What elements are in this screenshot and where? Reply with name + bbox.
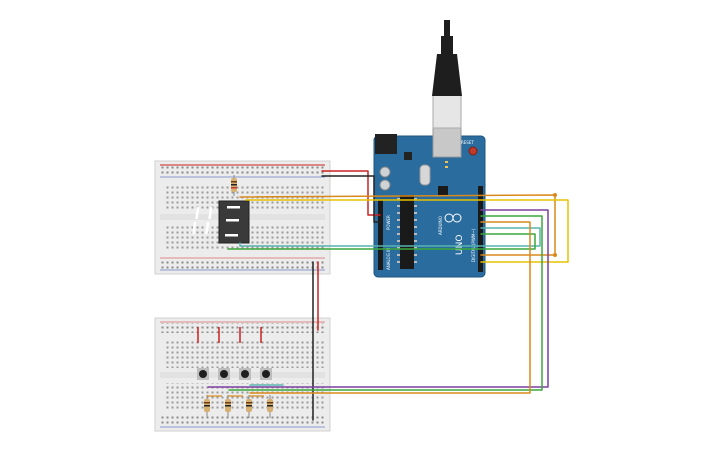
- regulator-icon: [404, 152, 412, 160]
- wire-green-display[interactable]: [227, 233, 536, 250]
- capacitor-icon: [379, 179, 391, 191]
- breadboard-top-rail-lower: [160, 259, 325, 269]
- arduino-uno-board[interactable]: ARDUINO UNO DIGITAL (PWM~) ANALOG IN POW…: [373, 126, 486, 278]
- breadboard-bottom-rail-lower: [160, 416, 325, 426]
- pushbutton-2[interactable]: [218, 368, 230, 380]
- pushbutton-1[interactable]: [197, 368, 209, 380]
- wire-purple-button[interactable]: [207, 209, 549, 388]
- pushbutton-4[interactable]: [260, 368, 272, 380]
- usb-port: [432, 126, 462, 158]
- arduino-brand-label: ARDUINO: [438, 216, 443, 235]
- wire-orange[interactable]: [239, 194, 556, 256]
- wire-yellow[interactable]: [245, 199, 569, 263]
- wire-teal[interactable]: [239, 227, 541, 247]
- pushbutton-icon[interactable]: [220, 370, 228, 378]
- digital-header-label: DIGITAL (PWM~): [471, 228, 476, 262]
- arduino-model-label: UNO: [455, 235, 465, 255]
- wire-green-button[interactable]: [228, 215, 543, 391]
- usb-cable-wire: [444, 20, 450, 38]
- power-analog-header[interactable]: [378, 200, 383, 270]
- capacitor-icon: [379, 166, 391, 178]
- pushbutton-icon[interactable]: [241, 370, 249, 378]
- usb-cable[interactable]: [432, 20, 462, 129]
- atmega-chip: [400, 195, 414, 269]
- led-icon: [445, 166, 448, 168]
- breadboard-bottom[interactable]: [154, 317, 331, 432]
- reset-label: RESET: [461, 140, 474, 145]
- pushbutton-icon[interactable]: [262, 370, 270, 378]
- wires[interactable]: [207, 170, 569, 421]
- wire-red-5v[interactable]: [321, 170, 381, 216]
- bottom-resistors[interactable]: [204, 395, 273, 418]
- crystal-icon: [419, 164, 431, 186]
- seven-segment-display[interactable]: [192, 200, 250, 244]
- wire-joint: [553, 193, 557, 197]
- led-icon: [445, 161, 448, 163]
- reset-button[interactable]: [468, 146, 478, 156]
- breadboard-bottom-rail-upper: [160, 323, 325, 333]
- resistor-icon[interactable]: [231, 175, 237, 196]
- resistor-icon[interactable]: [267, 395, 273, 418]
- breadboard-top-rail-upper: [160, 166, 325, 176]
- wire-black-gnd[interactable]: [321, 175, 381, 223]
- segments: [192, 206, 240, 237]
- resistor-icon[interactable]: [225, 395, 231, 418]
- chip-pins: [397, 198, 417, 263]
- usb-cable-strain: [441, 36, 453, 56]
- wire-joint: [553, 253, 557, 257]
- power-header-label: POWER: [386, 215, 391, 230]
- digital-header[interactable]: [478, 186, 483, 272]
- usb-chip: [438, 186, 448, 196]
- resistor-icon[interactable]: [246, 395, 252, 418]
- arduino-logo-icon: [444, 213, 462, 223]
- power-jack: [375, 134, 397, 154]
- pushbutton-3[interactable]: [239, 368, 251, 380]
- usb-plug-metal: [432, 94, 462, 129]
- resistor-icon[interactable]: [204, 395, 210, 418]
- analog-header-label: ANALOG IN: [386, 248, 391, 270]
- wire-orange-button[interactable]: [249, 221, 531, 394]
- pushbutton-icon[interactable]: [199, 370, 207, 378]
- button-power-wires[interactable]: [197, 327, 262, 343]
- breadboard-bottom-strip-a: [165, 340, 325, 368]
- pushbutton-group[interactable]: [197, 368, 272, 380]
- usb-plug-body: [432, 54, 462, 96]
